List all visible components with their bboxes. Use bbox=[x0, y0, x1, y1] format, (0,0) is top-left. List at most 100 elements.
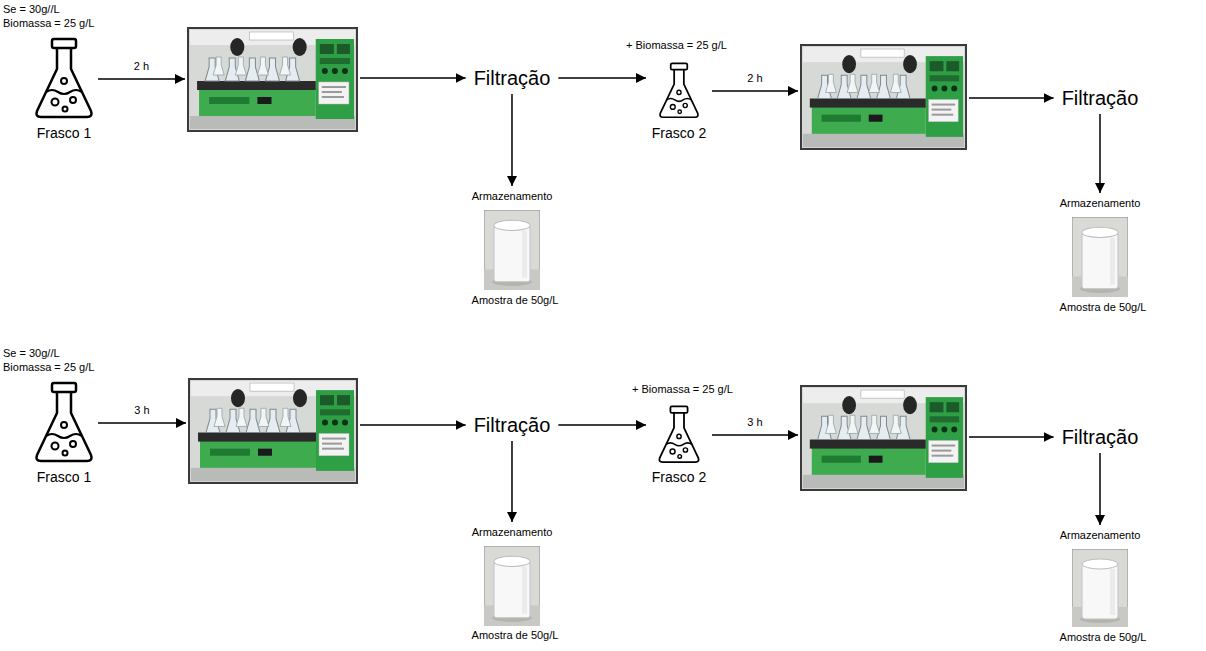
illustration-part bbox=[494, 556, 530, 566]
illustration-part bbox=[903, 55, 917, 73]
illustration-part bbox=[198, 433, 316, 442]
illustration-part bbox=[245, 58, 259, 81]
illustration-part bbox=[316, 390, 354, 471]
flow-arrow bbox=[969, 97, 1054, 99]
storage-photo: ArmazenamentoAmostra de 50g/L bbox=[1055, 195, 1145, 297]
illustration-part bbox=[822, 456, 861, 463]
illustration-part bbox=[63, 451, 68, 456]
illustration-part bbox=[249, 32, 293, 40]
illustration-part bbox=[332, 419, 338, 425]
duration-label: 3 h bbox=[745, 416, 764, 429]
sample-label: Amostra de 50g/L bbox=[1060, 631, 1147, 644]
condition-label: + Biomassa = 25 g/L bbox=[626, 39, 727, 52]
flow-arrow bbox=[558, 424, 646, 426]
illustration-part bbox=[678, 110, 681, 113]
illustration-part bbox=[932, 450, 952, 452]
illustration-part bbox=[320, 44, 334, 54]
storage-photo: ArmazenamentoAmostra de 50g/L bbox=[467, 188, 557, 290]
illustration-part bbox=[677, 434, 681, 438]
flask-drawing bbox=[32, 381, 96, 465]
illustration-part bbox=[926, 56, 963, 137]
illustration-part bbox=[61, 422, 67, 428]
illustration-part bbox=[932, 114, 954, 116]
flow-arrow bbox=[558, 77, 646, 79]
illustration-part bbox=[869, 456, 883, 463]
illustration-part bbox=[861, 49, 904, 57]
jar-drawing bbox=[1072, 217, 1128, 297]
illustration-part bbox=[951, 426, 957, 432]
illustration-part bbox=[890, 74, 901, 92]
illustration-part bbox=[484, 546, 540, 626]
illustration-part bbox=[903, 396, 917, 414]
illustration-part bbox=[52, 99, 59, 106]
illustration-part bbox=[683, 448, 687, 452]
illustration-part bbox=[293, 389, 307, 407]
flask-drawing bbox=[648, 62, 710, 120]
shaker-drawing bbox=[187, 27, 358, 132]
flask-label: Frasco 1 bbox=[37, 125, 91, 142]
illustration-part bbox=[322, 443, 342, 445]
flask-icon: + Biomassa = 25 g/LFrasco 2 bbox=[648, 62, 710, 120]
illustration-part bbox=[670, 406, 687, 412]
shaker-photo bbox=[187, 27, 358, 132]
illustration-part bbox=[522, 231, 527, 278]
illustration-part bbox=[666, 443, 692, 446]
illustration-part bbox=[670, 449, 675, 454]
illustration-part bbox=[812, 448, 926, 475]
shaker-photo bbox=[800, 385, 967, 491]
illustration-part bbox=[320, 58, 350, 64]
illustration-part bbox=[869, 415, 880, 433]
illustration-part bbox=[214, 408, 225, 426]
illustration-part bbox=[659, 413, 698, 462]
illustration-part bbox=[342, 419, 348, 425]
illustration-part bbox=[667, 99, 692, 102]
illustration-part bbox=[322, 438, 346, 440]
illustration-part bbox=[322, 448, 344, 450]
illustration-part bbox=[671, 63, 688, 69]
illustration-part bbox=[200, 441, 316, 468]
illustration-part bbox=[932, 85, 938, 91]
flow-arrow bbox=[98, 422, 186, 424]
illustration-part bbox=[826, 415, 837, 433]
illustration-part bbox=[319, 82, 349, 104]
illustration-part bbox=[320, 395, 334, 405]
illustration-part bbox=[941, 85, 947, 91]
flask-drawing bbox=[32, 37, 96, 121]
illustration-part bbox=[932, 455, 954, 457]
shaker-drawing bbox=[800, 44, 967, 150]
illustration-part bbox=[322, 91, 342, 93]
illustration-part bbox=[258, 449, 272, 456]
illustration-part bbox=[63, 107, 68, 112]
illustration-part bbox=[46, 434, 82, 438]
illustration-part bbox=[494, 561, 530, 617]
illustration-part bbox=[322, 68, 328, 74]
illustration-part bbox=[1082, 559, 1118, 569]
storage-heading: Armazenamento bbox=[1060, 529, 1141, 542]
illustration-part bbox=[670, 104, 675, 109]
illustration-part bbox=[235, 57, 246, 75]
illustration-part bbox=[70, 97, 76, 103]
illustration-part bbox=[494, 220, 530, 230]
illustration-part bbox=[869, 74, 880, 92]
illustration-part bbox=[319, 434, 349, 456]
process-label: Filtração bbox=[474, 66, 551, 90]
illustration-part bbox=[941, 426, 947, 432]
process-label: Filtração bbox=[1062, 425, 1139, 449]
illustration-part bbox=[810, 99, 926, 108]
illustration-part bbox=[861, 390, 904, 398]
flask-label: Frasco 2 bbox=[652, 125, 706, 142]
illustration-part bbox=[930, 416, 959, 422]
illustration-part bbox=[857, 75, 871, 98]
illustration-part bbox=[266, 409, 280, 432]
storage-photo: ArmazenamentoAmostra de 50g/L bbox=[1055, 527, 1145, 627]
illustration-part bbox=[484, 210, 540, 290]
process-label: Filtração bbox=[474, 413, 551, 437]
illustration-part bbox=[189, 379, 357, 483]
illustration-part bbox=[320, 409, 350, 415]
flow-arrow bbox=[1099, 114, 1101, 193]
illustration-part bbox=[337, 395, 350, 405]
illustration-part bbox=[660, 70, 698, 118]
illustration-part bbox=[1082, 564, 1118, 619]
illustration-part bbox=[930, 61, 944, 71]
